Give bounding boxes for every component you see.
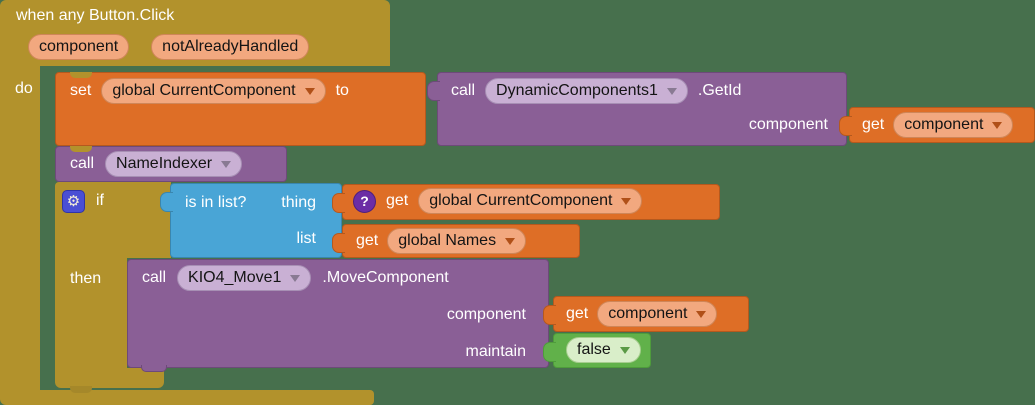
- get-label: get: [356, 232, 379, 249]
- when-block-bottom-bar: [0, 390, 374, 405]
- get-global-currentcomponent-block[interactable]: ? get global CurrentComponent: [332, 184, 720, 220]
- call-label: call: [451, 82, 476, 99]
- is-in-list-label: is in list?: [185, 193, 247, 211]
- arg-label-component: component: [748, 116, 828, 133]
- statement-notch: [70, 72, 92, 78]
- value-plug: [160, 192, 173, 212]
- value-plug: [543, 342, 556, 362]
- param-pill-component[interactable]: component: [28, 34, 130, 60]
- is-in-list-block[interactable]: is in list? thing list: [160, 183, 342, 258]
- false-logic-block[interactable]: false: [543, 333, 651, 368]
- dropdown-arrow-icon: [619, 346, 630, 354]
- arg-label-maintain: maintain: [465, 343, 526, 360]
- thing-label: thing: [281, 193, 316, 211]
- arg-label-component: component: [446, 306, 526, 323]
- value-plug: [839, 116, 852, 136]
- logic-dropdown-false[interactable]: false: [566, 337, 641, 363]
- get-label: get: [862, 116, 885, 133]
- variable-dropdown-currentcomponent[interactable]: global CurrentComponent: [101, 78, 326, 104]
- do-label: do: [15, 80, 33, 97]
- method-label: .GetId: [697, 82, 742, 99]
- get-component-block-top[interactable]: get component: [839, 107, 1035, 143]
- variable-dropdown-global-names[interactable]: global Names: [387, 228, 527, 254]
- dropdown-arrow-icon: [992, 121, 1003, 129]
- variable-dropdown-component[interactable]: component: [893, 112, 1014, 138]
- get-component-block-inner[interactable]: get component: [543, 296, 749, 332]
- list-label: list: [296, 230, 316, 247]
- then-label: then: [70, 270, 102, 287]
- method-label: .MoveComponent: [322, 269, 449, 286]
- value-plug: [332, 233, 345, 253]
- call-label: call: [142, 269, 167, 286]
- call-nameindexer-block[interactable]: call NameIndexer: [55, 146, 287, 182]
- dropdown-arrow-icon: [221, 160, 232, 168]
- set-label: set: [70, 82, 92, 99]
- if-block-column: [55, 258, 127, 370]
- mutator-gear-icon[interactable]: ⚙: [62, 190, 85, 213]
- statement-bottom-tab: [141, 365, 167, 372]
- call-getid-block[interactable]: call DynamicComponents1 .GetId component: [427, 72, 847, 146]
- call-movecomponent-block[interactable]: call KIO4_Move1 .MoveComponent component…: [127, 259, 549, 372]
- get-label: get: [566, 305, 589, 322]
- statement-notch: [70, 146, 92, 152]
- get-global-names-block[interactable]: get global Names: [332, 224, 580, 258]
- procedure-dropdown-nameindexer[interactable]: NameIndexer: [105, 151, 243, 177]
- value-plug: [332, 193, 345, 213]
- dropdown-arrow-icon: [304, 87, 315, 95]
- call-label: call: [70, 155, 95, 172]
- get-label: get: [386, 192, 409, 209]
- help-icon[interactable]: ?: [353, 189, 376, 213]
- dropdown-arrow-icon: [666, 87, 677, 95]
- dropdown-arrow-icon: [290, 274, 301, 282]
- variable-dropdown-component[interactable]: component: [597, 301, 718, 327]
- when-block-title: when any Button.Click: [16, 7, 175, 24]
- when-block-spine: [0, 66, 40, 392]
- param-pill-notalreadyhandled[interactable]: notAlreadyHandled: [151, 34, 310, 60]
- component-dropdown-dynamiccomponents1[interactable]: DynamicComponents1: [485, 78, 688, 104]
- value-plug: [543, 305, 556, 325]
- variable-dropdown-global-currentcomponent[interactable]: global CurrentComponent: [418, 188, 643, 214]
- dropdown-arrow-icon: [621, 197, 632, 205]
- if-block-bottom-tab: [70, 386, 92, 393]
- dropdown-arrow-icon: [696, 310, 707, 318]
- value-plug: [427, 81, 440, 101]
- set-variable-block[interactable]: set global CurrentComponent to: [55, 72, 426, 146]
- if-label: if: [96, 192, 104, 209]
- component-dropdown-kio4move1[interactable]: KIO4_Move1: [177, 265, 312, 291]
- if-block-bottom-bar: [55, 368, 164, 388]
- when-any-button-click-block[interactable]: when any Button.Click component notAlrea…: [0, 0, 390, 66]
- dropdown-arrow-icon: [505, 237, 516, 245]
- to-label: to: [335, 82, 349, 99]
